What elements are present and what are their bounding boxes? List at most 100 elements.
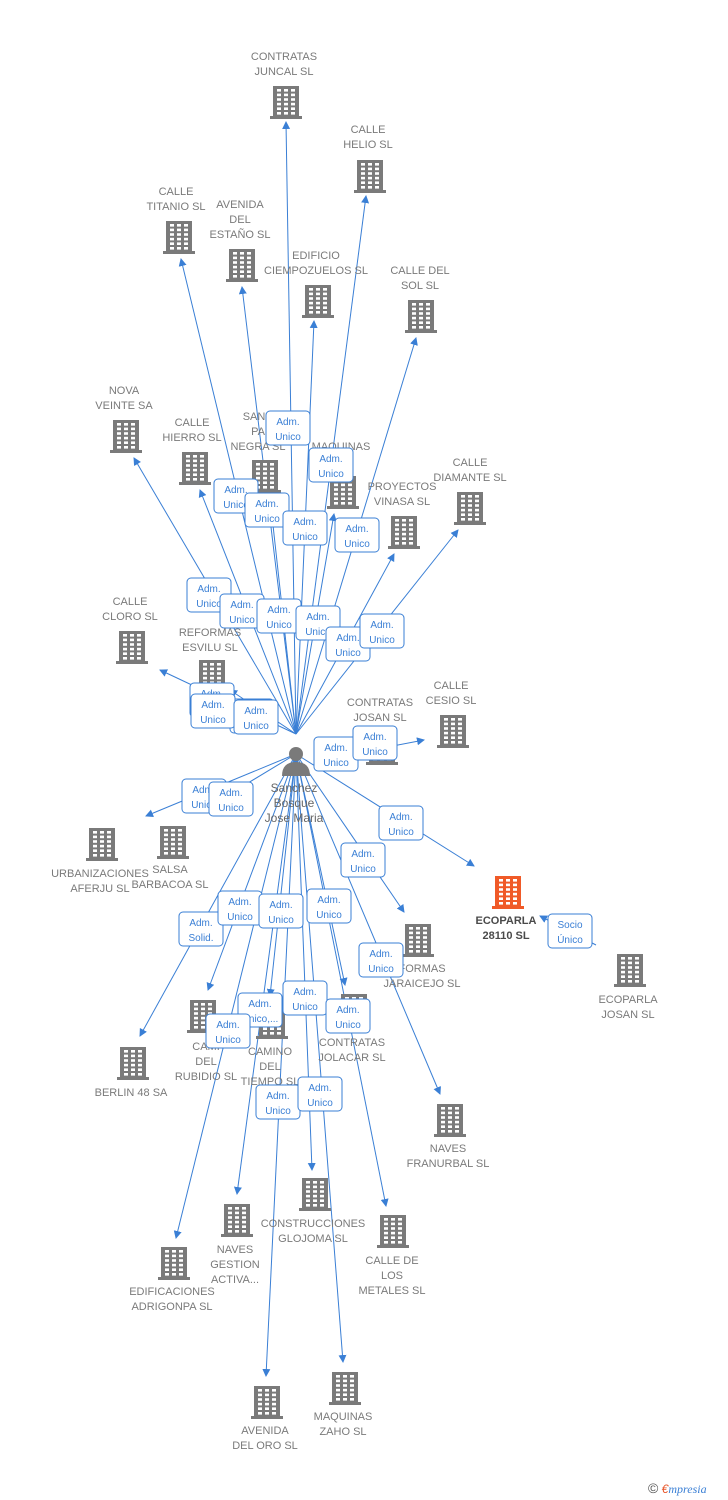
role-label[interactable]: Adm.Unico [258,893,304,929]
role-label-line: Adm. [255,499,278,510]
role-label[interactable]: Adm.Unico [244,492,290,528]
company-name-line: RUBIDIO SL [175,1071,237,1083]
role-label-line: Adm. [363,732,386,743]
building-icon [388,516,420,549]
company-name-line: CALLE [113,596,148,608]
building-icon [492,876,524,909]
role-label[interactable]: Adm.Unico [340,842,386,878]
role-label[interactable]: Adm.Solid. [178,911,224,947]
role-label[interactable]: Adm.Unico [325,998,371,1034]
role-label[interactable]: Adm.Unico [358,942,404,978]
company-name-line: JOLACAR SL [318,1052,385,1064]
role-label[interactable]: Adm.Unico [219,593,265,629]
role-label[interactable]: Adm.Unico [352,725,398,761]
role-label-line: Unico [292,1002,318,1013]
role-label-line: Unico [335,1020,361,1031]
role-label[interactable]: Adm.Unico [297,1076,343,1112]
role-label-line: Unico [307,1098,333,1109]
copyright-symbol: © [648,1480,659,1496]
company-node[interactable]: NAVESGESTIONACTIVA... [210,1204,260,1286]
company-name-line: CALLE [175,417,210,429]
role-label-line: Adm. [244,706,267,717]
role-label-line: Adm. [248,999,271,1010]
role-label-line: Unico [318,469,344,480]
company-name-line: METALES SL [358,1285,425,1297]
role-label[interactable]: Adm.Unico [359,613,405,649]
role-label[interactable]: Adm.Unico [378,805,424,841]
company-name-line: NAVES [430,1143,466,1155]
company-name-line: ECOPARLA [476,915,537,927]
edge-reformas-jaraicejo [295,753,405,913]
role-label-line: Adm. [224,485,247,496]
building-icon [614,954,646,987]
company-name-line: CONTRATAS [319,1037,385,1049]
role-label[interactable]: Adm.Unico [265,410,311,446]
role-label-line: Adm. [370,620,393,631]
role-label-line: Unico [191,800,217,811]
role-label[interactable]: Adm.Unico [306,888,352,924]
company-name-line: DEL ORO SL [232,1440,298,1452]
role-label-line: Adm. [293,517,316,528]
role-label-line: Adm. [216,1020,239,1031]
edge-camino-rubidio [206,753,297,991]
company-name-line: CONTRATAS [347,697,413,709]
role-label[interactable]: Adm. Unico [282,980,328,1016]
role-label[interactable]: Adm.Unico [313,736,359,772]
role-label[interactable]: Adm.Unico [217,890,263,926]
company-node[interactable]: BERLIN 48 SA [95,1047,168,1099]
role-label[interactable]: Adm.Unico [233,699,279,735]
role-label[interactable]: Adm. Unico [282,510,328,546]
building-icon [86,828,118,861]
building-icon [117,1047,149,1080]
role-label-line: Unico [266,620,292,631]
edge-avenida-oro [262,753,297,1377]
role-label[interactable]: Adm.Unico [256,598,302,634]
company-name-line: CESIO SL [426,695,477,707]
building-icon [454,492,486,525]
role-label[interactable]: Adm.Unico [205,1013,251,1049]
footer-brand: © €mpresia [648,1480,707,1497]
building-icon [226,249,258,282]
company-name-line: CAMINO [248,1046,292,1058]
role-label[interactable]: Adm.Unico [308,447,354,483]
company-name-line: ACTIVA... [211,1274,259,1286]
company-name-line: CALLE [351,124,386,136]
role-label-line: Adm. [306,612,329,623]
company-name-line: AVENIDA [241,1425,289,1437]
role-label[interactable]: Adm.Unico [190,693,236,729]
role-label-line: Unico [292,532,318,543]
role-label[interactable]: Adm.Unico [334,517,380,553]
role-label[interactable]: Adm.Unico [208,781,254,817]
company-name-line: ESVILU SL [182,642,238,654]
company-name-line: CALLE DEL [390,265,449,277]
role-label-line: Adm. [293,987,316,998]
role-label[interactable]: Adm.Unico [325,626,371,662]
company-name-line: EDIFICIO [292,250,340,262]
company-node[interactable]: AVENIDA DEL ORO SL [232,1386,298,1452]
role-label[interactable]: Adm.Unico [255,1084,301,1120]
